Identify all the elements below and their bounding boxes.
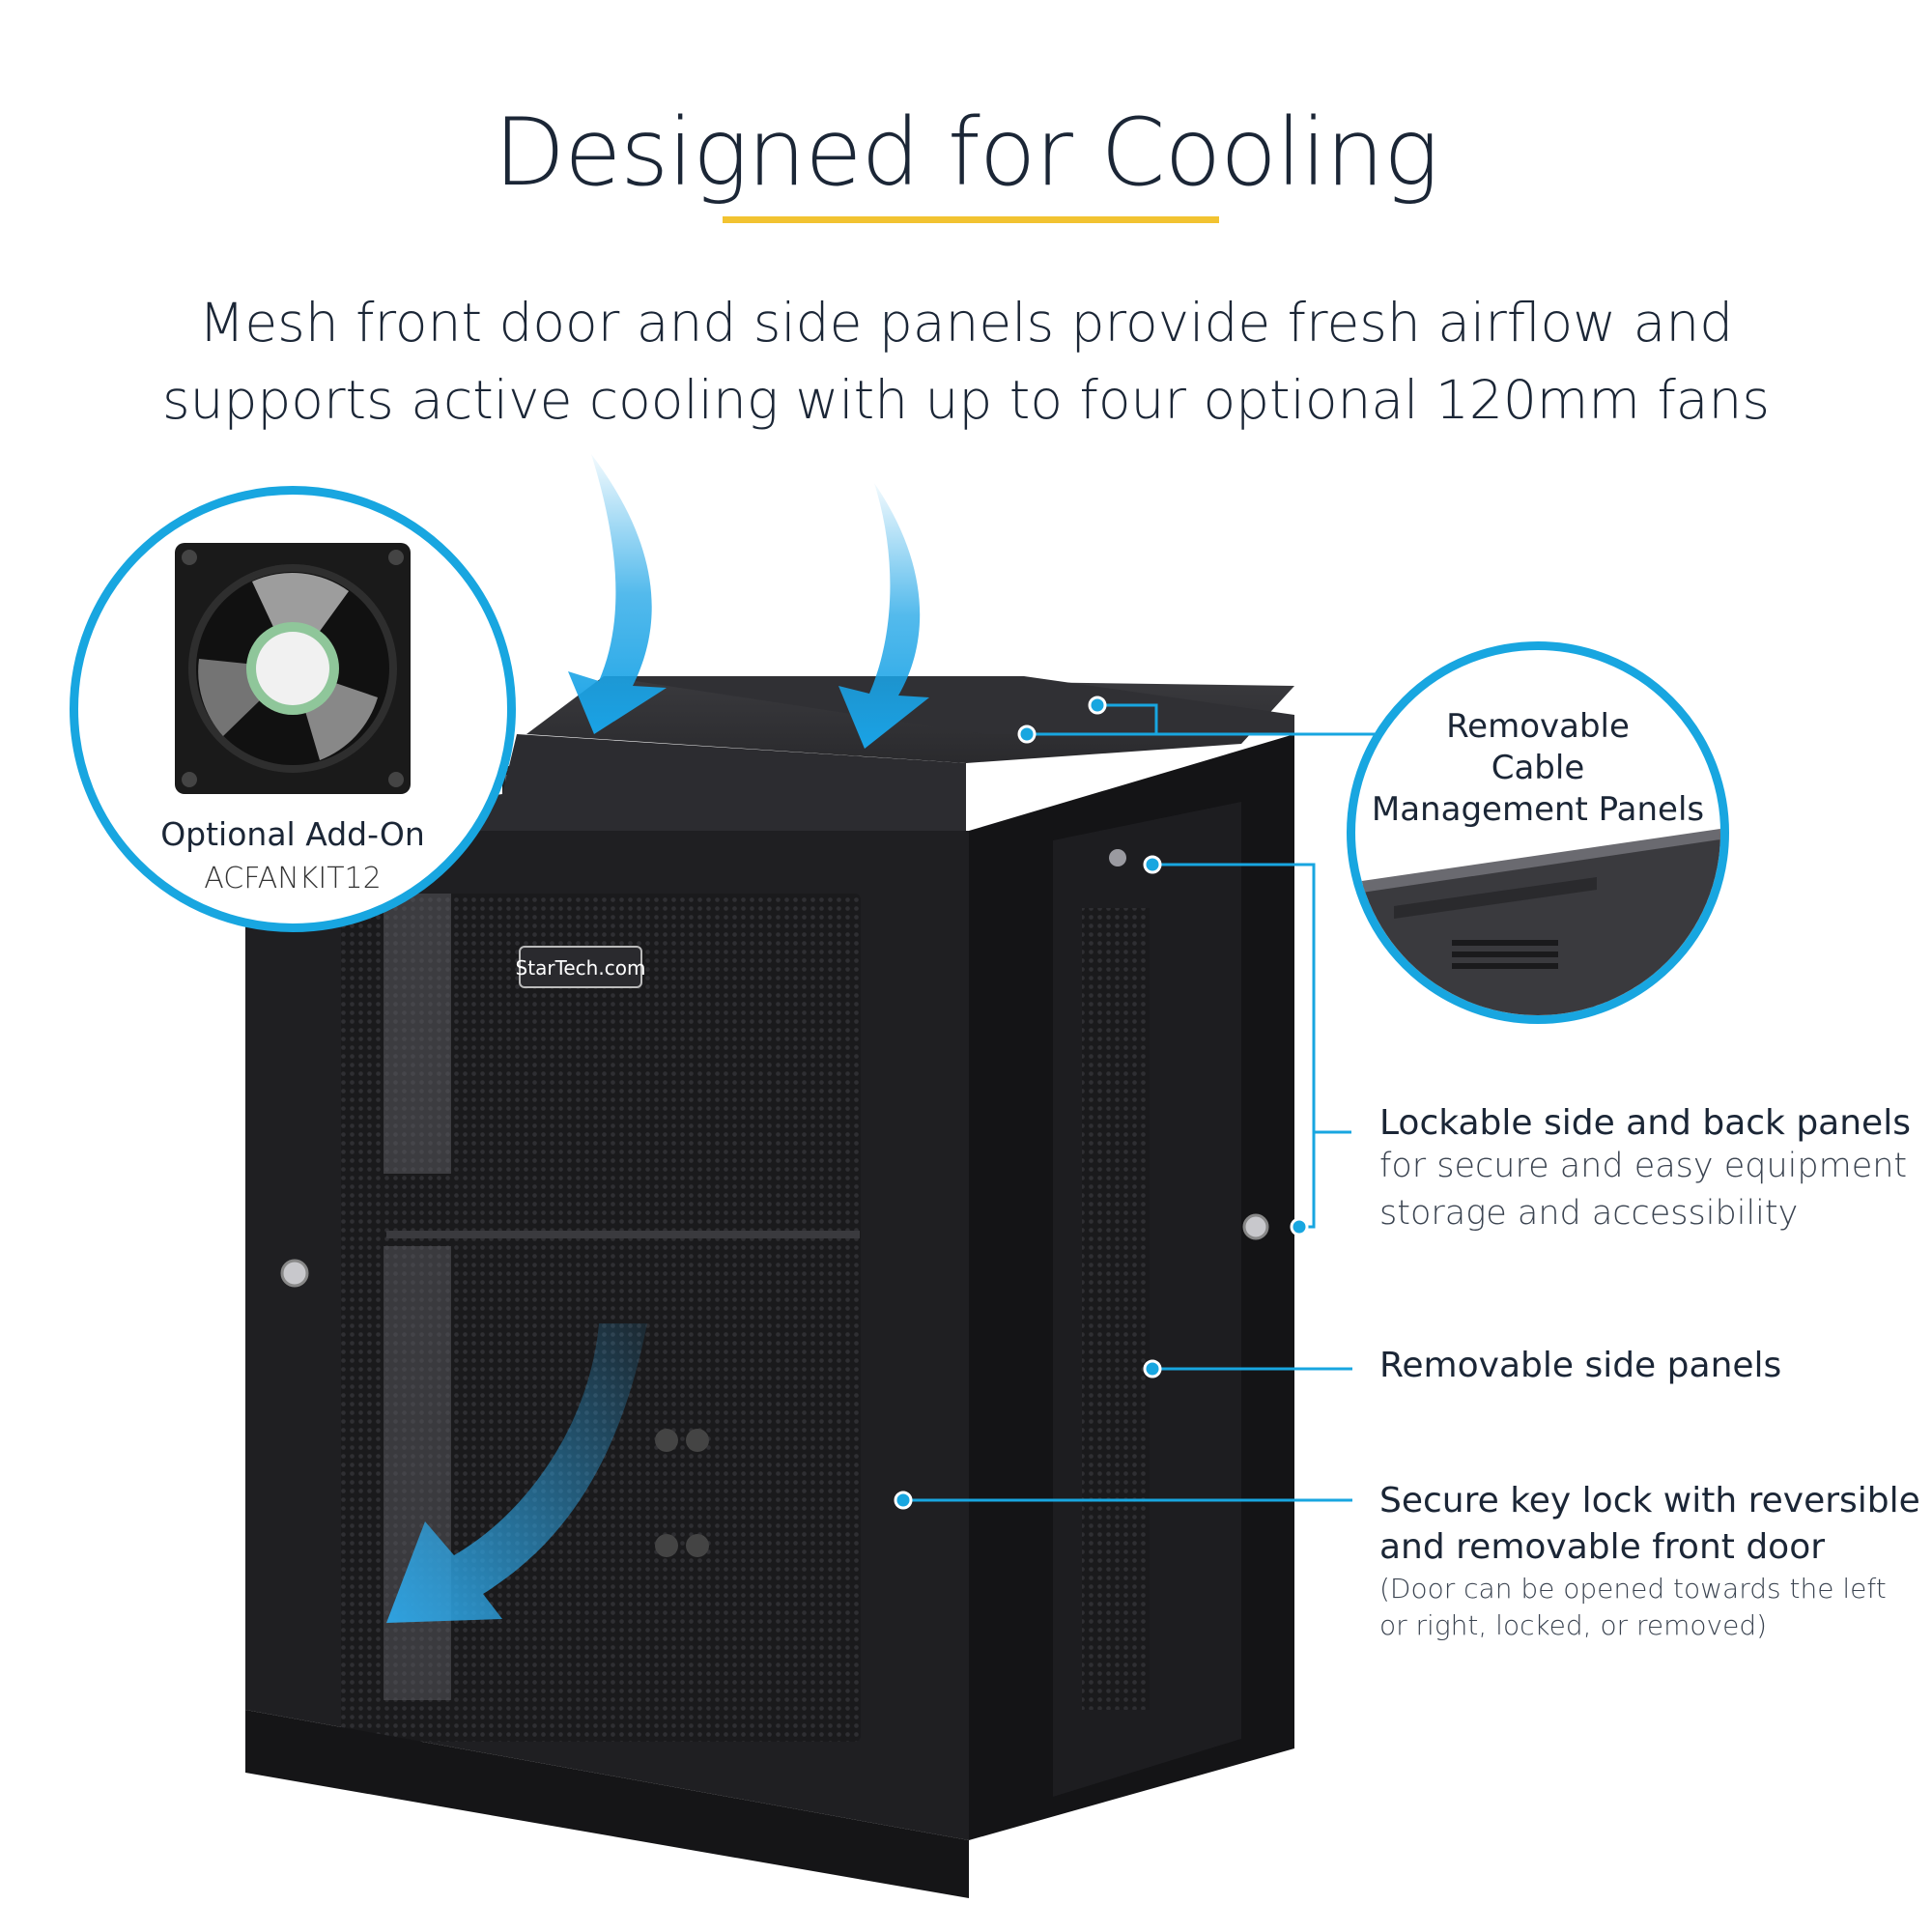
feature-lockable-body-1: for secure and easy equipment (1379, 1147, 1908, 1185)
brand-logo-text: StarTech.com (516, 956, 646, 980)
title-underline (723, 216, 1219, 223)
cable-panel-caption: Removable Cable Management Panels (1355, 706, 1720, 831)
feature-lockable-panels: Lockable side and back panels for secure… (1379, 1103, 1920, 1237)
subtitle-line-2: supports active cooling with up to four … (161, 369, 1771, 431)
brand-logo-badge (519, 946, 642, 988)
fan-addon-sku: ACFANKIT12 (204, 862, 382, 895)
cable-panel-callout: Removable Cable Management Panels (1347, 641, 1729, 1024)
feature-key-lock-title-1: Secure key lock with reversible (1379, 1481, 1920, 1520)
mesh-door (341, 894, 861, 1742)
cable-panel-line-3: Management Panels (1371, 790, 1705, 829)
feature-side-panels-title: Removable side panels (1379, 1346, 1782, 1385)
cable-panel-line-1: Removable (1446, 707, 1630, 746)
front-key-lock (280, 1259, 309, 1288)
airflow-arrow-right (838, 483, 929, 749)
feature-removable-side-panels: Removable side panels (1379, 1346, 1920, 1385)
fan-addon-callout: Optional Add-On ACFANKIT12 (70, 486, 516, 932)
fan-icon (175, 543, 411, 794)
fan-addon-label: Optional Add-On (160, 815, 425, 853)
cable-panel-photo (1355, 829, 1720, 1015)
feature-key-lock-note-2: or right, locked, or removed) (1379, 1609, 1768, 1641)
feature-lockable-title: Lockable side and back panels (1379, 1103, 1911, 1143)
feature-key-lock-note-1: (Door can be opened towards the left (1379, 1573, 1887, 1605)
feature-lockable-body-2: storage and accessibility (1379, 1194, 1799, 1233)
airflow-arrow-left (568, 454, 667, 734)
subtitle-line-1: Mesh front door and side panels provide … (198, 292, 1734, 354)
feature-key-lock: Secure key lock with reversible and remo… (1379, 1478, 1930, 1644)
page-title: Designed for Cooling (494, 99, 1438, 207)
feature-key-lock-title-2: and removable front door (1379, 1527, 1826, 1567)
airflow-arrow-front (386, 1323, 647, 1623)
cable-panel-line-2: Cable (1491, 749, 1585, 787)
cabinet-base (245, 1710, 969, 1898)
